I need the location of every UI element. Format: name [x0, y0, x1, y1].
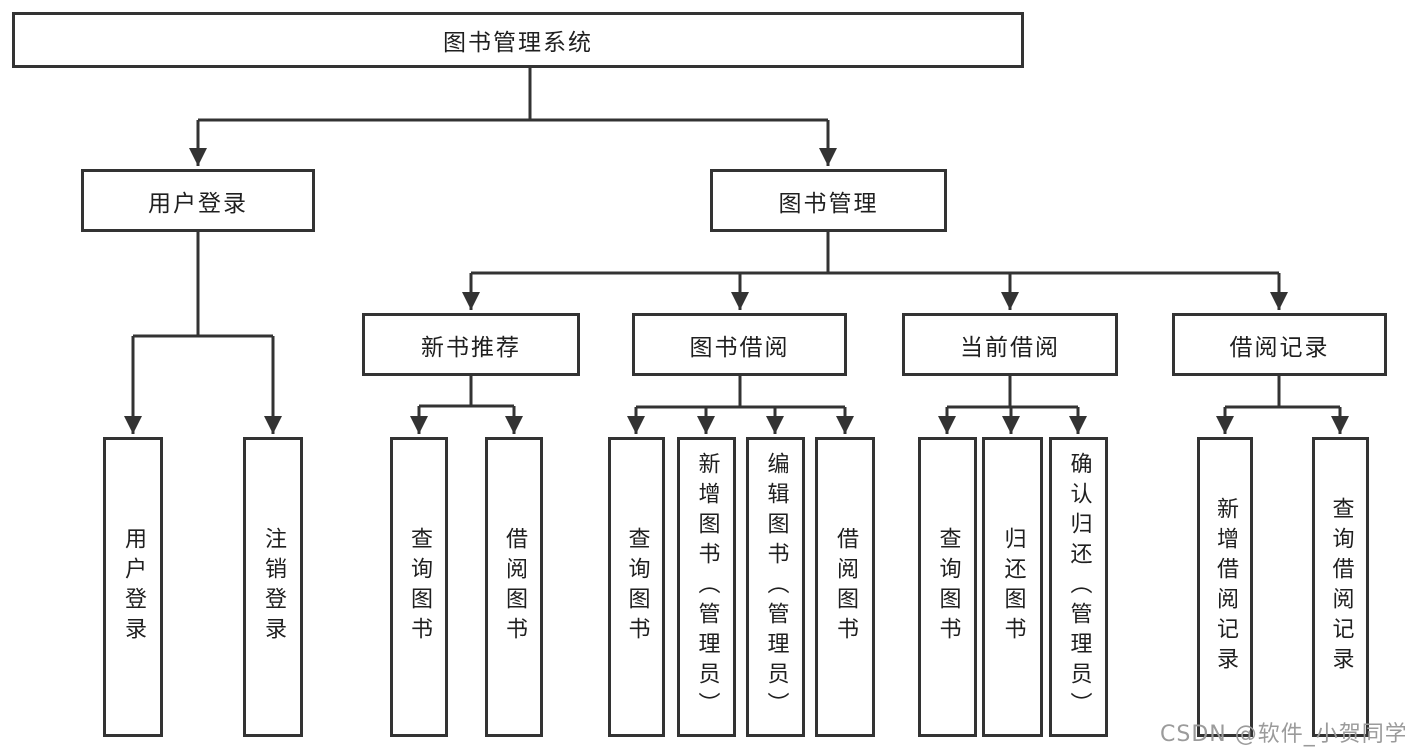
- leaf-user-login: 用户登录: [103, 437, 163, 737]
- connector: [471, 232, 1279, 275]
- connector: [198, 68, 828, 122]
- node-label: 借阅记录: [1229, 334, 1330, 361]
- node-label: 查询图书: [407, 527, 432, 647]
- node-label: 新增借阅记录: [1213, 497, 1238, 677]
- node-label: 归还图书: [1000, 527, 1026, 647]
- node-label: 图书管理系统: [443, 30, 593, 56]
- leaf-borrow-books-recommend: 借阅图书: [485, 437, 543, 737]
- node-label: 查询图书: [935, 527, 961, 647]
- node-label: 新书推荐: [421, 334, 521, 361]
- connector: [636, 376, 845, 409]
- connector: [133, 232, 273, 338]
- node-label: 注销登录: [261, 527, 286, 647]
- node-label: 查询图书: [624, 527, 650, 647]
- leaf-confirm-return-admin: 确认归还（管理员）: [1049, 437, 1108, 737]
- node-user-login: 用户登录: [81, 169, 315, 232]
- node-label: 用户登录: [121, 527, 146, 647]
- leaf-add-borrow-record: 新增借阅记录: [1197, 437, 1253, 737]
- node-label: 图书管理: [778, 190, 879, 217]
- node-book-management: 图书管理: [710, 169, 947, 232]
- leaf-query-books-recommend: 查询图书: [390, 437, 448, 737]
- leaf-query-books-current: 查询图书: [918, 437, 977, 737]
- csdn-watermark: CSDN @软件_小贺同学: [1160, 722, 1405, 747]
- leaf-edit-book-admin: 编辑图书（管理员）: [746, 437, 805, 737]
- node-label: 确认归还（管理员）: [1066, 452, 1092, 722]
- connector: [947, 376, 1078, 409]
- leaf-logout: 注销登录: [243, 437, 303, 737]
- node-label: 当前借阅: [960, 334, 1060, 361]
- leaf-add-book-admin: 新增图书（管理员）: [677, 437, 736, 737]
- node-label: 用户登录: [148, 190, 248, 217]
- node-borrowing-records: 借阅记录: [1172, 313, 1387, 376]
- node-label: 图书借阅: [689, 334, 790, 361]
- connector: [1225, 376, 1340, 409]
- node-label: 编辑图书（管理员）: [763, 452, 789, 722]
- node-label: 借阅图书: [833, 527, 858, 647]
- leaf-borrow-books-borrowing: 借阅图书: [815, 437, 875, 737]
- leaf-query-books-borrowing: 查询图书: [608, 437, 665, 737]
- leaf-return-book: 归还图书: [982, 437, 1043, 737]
- node-current-borrowing: 当前借阅: [902, 313, 1118, 376]
- node-new-book-recommendation: 新书推荐: [362, 313, 580, 376]
- node-label: 新增图书（管理员）: [694, 452, 720, 722]
- node-book-borrowing: 图书借阅: [632, 313, 847, 376]
- node-label: 借阅图书: [502, 527, 527, 647]
- connector: [419, 376, 514, 408]
- node-root-library-system: 图书管理系统: [12, 12, 1024, 68]
- leaf-query-borrow-record: 查询借阅记录: [1312, 437, 1369, 737]
- node-label: 查询借阅记录: [1328, 497, 1354, 677]
